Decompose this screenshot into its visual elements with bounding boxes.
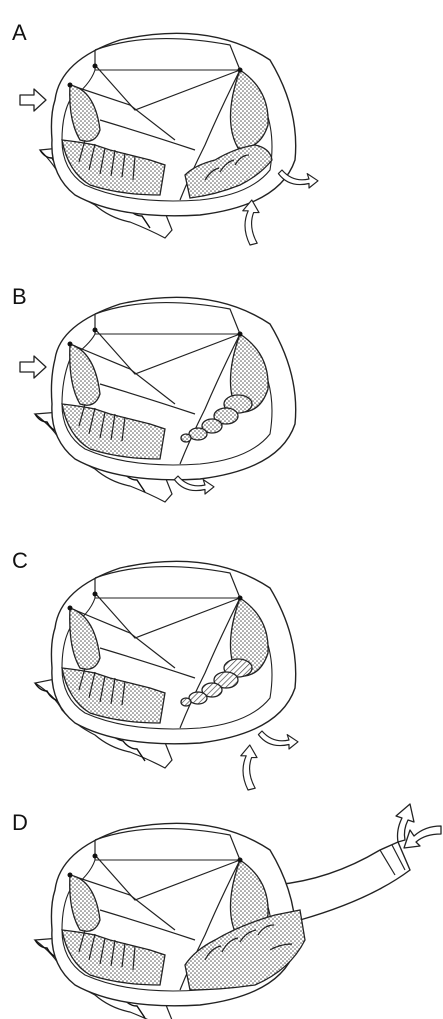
- inflow-arrow: [20, 89, 46, 111]
- panel-label-b: B: [12, 284, 27, 309]
- outflow-arrow: [278, 170, 318, 188]
- panel-d: D: [12, 804, 441, 1019]
- inflow-arrow: [20, 356, 46, 378]
- return-arrow: [243, 200, 259, 245]
- inflow-arrow: [404, 826, 441, 848]
- outflow-arrow: [258, 731, 298, 749]
- panel-c: C: [12, 548, 298, 790]
- return-arrow: [241, 745, 257, 790]
- panel-label-d: D: [12, 810, 28, 835]
- tube-extension: [275, 842, 410, 920]
- panel-label-c: C: [12, 548, 28, 573]
- panel-a: A: [12, 20, 318, 245]
- panel-label-a: A: [12, 20, 27, 45]
- panel-b: B: [12, 284, 296, 502]
